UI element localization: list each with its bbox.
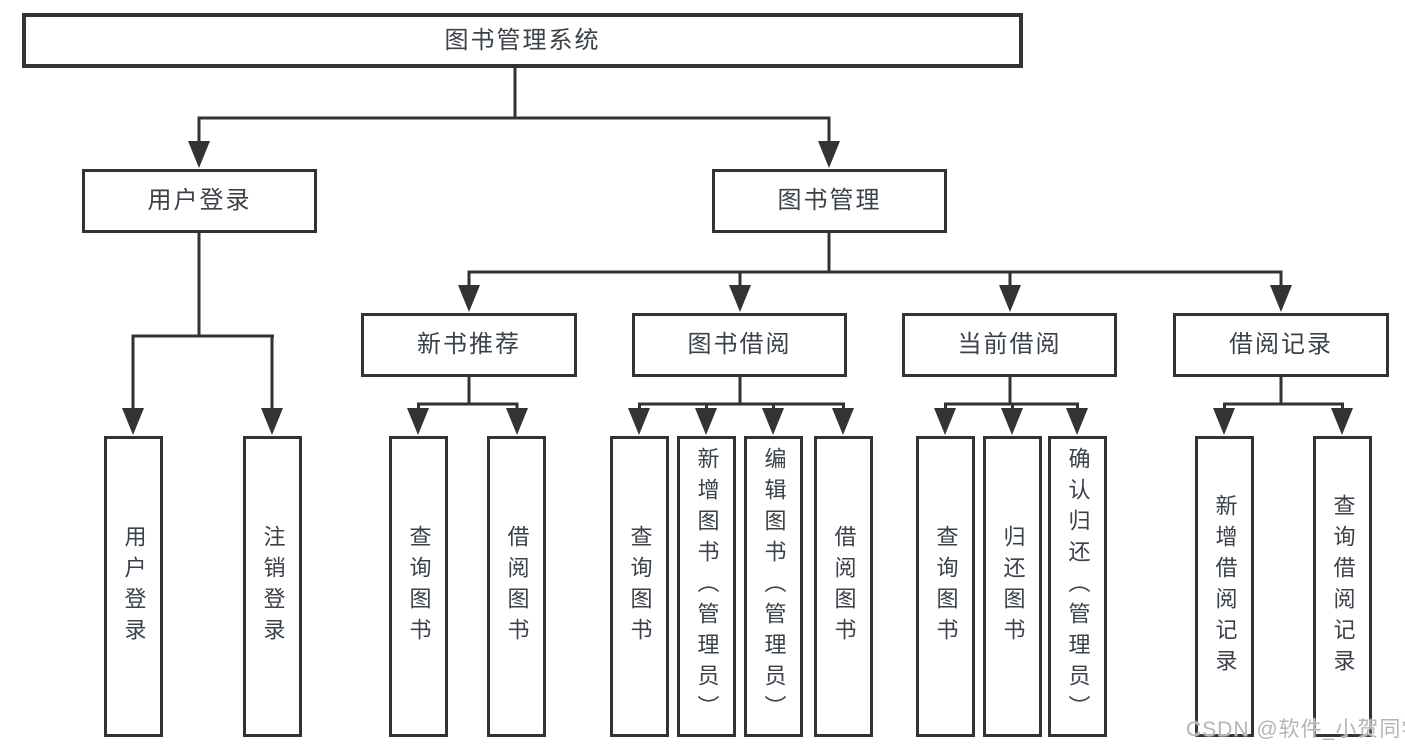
arrowhead-icon [261,408,283,435]
leaf-label: 查询借阅记录 [1330,493,1356,680]
leaf-logout: 注销登录 [243,436,302,737]
leaf-label: 用户登录 [121,524,147,649]
node-borrowing-records: 借阅记录 [1173,313,1389,377]
node-current-borrowing: 当前借阅 [902,313,1117,377]
arrowhead-icon [628,408,650,435]
csdn-watermark: CSDN @软件_小贺同学 [1186,718,1405,741]
leaf-user-login: 用户登录 [104,436,163,737]
arrowhead-icon [999,285,1021,312]
leaf-label: 查询图书 [627,524,653,649]
leaf-add-books-admin: 新增图书（管理员） [677,436,736,737]
arrowhead-icon [458,285,480,312]
node-book-borrowing: 图书借阅 [632,313,847,377]
leaf-label: 借阅图书 [831,524,857,649]
leaf-label: 查询图书 [933,524,959,649]
arrowhead-icon [934,408,956,435]
arrowhead-icon [832,408,854,435]
leaf-confirm-return-admin: 确认归还（管理员） [1048,436,1107,737]
arrowhead-icon [407,408,429,435]
leaf-borrow-books-recommend: 借阅图书 [487,436,546,737]
arrowhead-icon [729,285,751,312]
arrowhead-icon [1331,408,1353,435]
leaf-label: 借阅图书 [504,524,530,649]
leaf-add-borrow-record: 新增借阅记录 [1195,436,1254,737]
arrowhead-icon [818,141,840,168]
leaf-query-borrow-record: 查询借阅记录 [1313,436,1372,737]
leaf-label: 新增借阅记录 [1212,493,1238,680]
leaf-label: 查询图书 [406,524,432,649]
leaf-return-books: 归还图书 [983,436,1042,737]
node-new-book-recommend: 新书推荐 [361,313,577,377]
arrowhead-icon [506,408,528,435]
leaf-borrow-books: 借阅图书 [814,436,873,737]
node-book-management: 图书管理 [712,169,947,233]
arrowhead-icon [1066,408,1088,435]
leaf-label: 新增图书（管理员） [694,447,720,726]
arrowhead-icon [762,408,784,435]
arrowhead-icon [695,408,717,435]
leaf-query-books-recommend: 查询图书 [389,436,448,737]
arrowhead-icon [122,408,144,435]
leaf-label: 注销登录 [260,524,286,649]
leaf-label: 归还图书 [1000,524,1026,649]
leaf-edit-books-admin: 编辑图书（管理员） [744,436,803,737]
arrowhead-icon [188,141,210,168]
node-user-login: 用户登录 [82,169,317,233]
arrowhead-icon [1213,408,1235,435]
leaf-label: 编辑图书（管理员） [761,447,787,726]
leaf-label: 确认归还（管理员） [1065,447,1091,726]
leaf-query-books-current: 查询图书 [916,436,975,737]
leaf-query-books-borrowing: 查询图书 [610,436,669,737]
node-library-system: 图书管理系统 [22,13,1023,68]
arrowhead-icon [1001,408,1023,435]
arrowhead-icon [1270,285,1292,312]
